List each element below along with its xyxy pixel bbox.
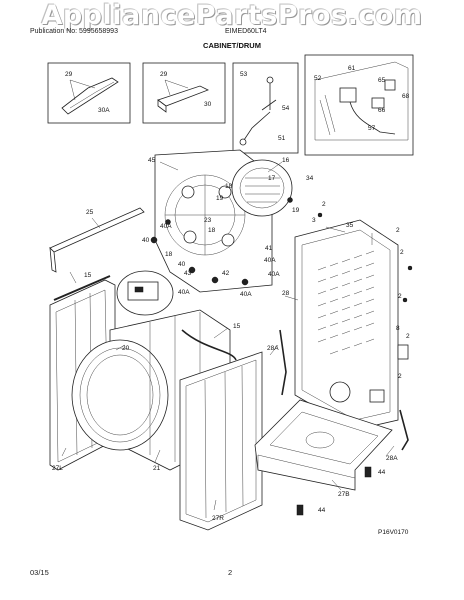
- part-label: 40A: [264, 257, 276, 264]
- part-label: 2: [398, 293, 402, 300]
- bracket-8: [397, 344, 409, 360]
- part-callouts: 29 30A 29 30 53 54 51 52 61 65 68 66 57 …: [52, 65, 410, 522]
- part-label: 29: [160, 71, 168, 78]
- inset-box-3: [232, 62, 299, 154]
- base-27b: [254, 399, 393, 491]
- part-label: 40A: [160, 223, 172, 230]
- part-label: 19: [292, 207, 300, 214]
- rear-panel: [294, 219, 399, 431]
- part-label: 40: [178, 261, 186, 268]
- inset-box-4: [304, 54, 414, 156]
- part-label: 42: [222, 270, 230, 277]
- part-label: 18: [225, 183, 233, 190]
- part-label: 40A: [240, 291, 252, 298]
- part-label: 2: [400, 249, 404, 256]
- publication-number: Publication No: 5995658993: [30, 28, 118, 35]
- part-label: 65: [378, 77, 386, 84]
- footer-date: 03/15: [30, 568, 49, 577]
- bracket-30: [157, 79, 209, 113]
- part-label: 30A: [98, 107, 110, 114]
- part-label: 2: [396, 227, 400, 234]
- part-label: 52: [314, 75, 322, 82]
- leveling-foot-upper: [364, 466, 372, 478]
- part-label: 2: [398, 373, 402, 380]
- control-board-inset: [116, 270, 174, 316]
- part-label: 66: [378, 107, 386, 114]
- tie-bar-30a: [61, 77, 119, 115]
- part-label: 16: [282, 157, 290, 164]
- side-rail-28a-right: [399, 409, 409, 451]
- part-label: 28A: [267, 345, 279, 352]
- figure-code: P16V0170: [378, 529, 409, 536]
- part-label: 61: [348, 65, 356, 72]
- front-panel: [179, 351, 263, 531]
- part-label: 54: [282, 105, 290, 112]
- part-label: 18: [165, 251, 173, 258]
- part-label: 27B: [338, 491, 350, 498]
- part-label: 44: [318, 507, 326, 514]
- part-label: 53: [240, 71, 248, 78]
- part-label: 45: [148, 157, 156, 164]
- inset-box-2: [142, 62, 226, 124]
- rear-wiring: [314, 61, 409, 141]
- part-label: 43: [184, 270, 192, 277]
- heater-duct: [231, 159, 293, 217]
- part-label: 35: [346, 222, 354, 229]
- fasteners: [150, 197, 413, 303]
- watermark: AppliancePartsPros.com: [41, 0, 423, 31]
- part-label: 28A: [386, 455, 398, 462]
- part-label: 27R: [212, 515, 224, 522]
- part-label: 23: [204, 217, 212, 224]
- top-bracket-25: [49, 207, 145, 273]
- part-label: 15: [233, 323, 241, 330]
- part-label: 57: [368, 125, 376, 132]
- part-label: 18: [208, 227, 216, 234]
- part-label: 41: [265, 245, 273, 252]
- inset-box-1: [47, 62, 131, 124]
- part-label: 29: [65, 71, 73, 78]
- part-label: 17: [268, 175, 276, 182]
- section-title: CABINET/DRUM: [203, 41, 261, 50]
- part-label: 51: [278, 135, 286, 142]
- side-rail-28a-left: [279, 329, 287, 396]
- part-label: 40A: [178, 289, 190, 296]
- part-label: 25: [86, 209, 94, 216]
- part-label: 20: [122, 345, 130, 352]
- hose-parts: [239, 76, 277, 146]
- part-label: 2: [406, 333, 410, 340]
- inset-boxes: [47, 54, 414, 156]
- part-label: 3: [312, 217, 316, 224]
- leveling-foot-lower: [296, 504, 304, 516]
- part-label: 15: [84, 272, 92, 279]
- part-label: 21: [153, 465, 161, 472]
- page-number: 2: [228, 568, 233, 577]
- part-label: 2: [322, 201, 326, 208]
- part-label: 40: [142, 237, 150, 244]
- part-label: 30: [204, 101, 212, 108]
- part-label: 40A: [268, 271, 280, 278]
- part-label: 8: [396, 325, 400, 332]
- part-label: 44: [378, 469, 386, 476]
- part-label: 27L: [52, 465, 63, 472]
- model-number: EIMED60LT4: [225, 28, 267, 35]
- part-label: 28: [282, 290, 290, 297]
- part-label: 68: [402, 93, 410, 100]
- part-label: 34: [306, 175, 314, 182]
- part-label: 19: [216, 195, 224, 202]
- leader-lines: [61, 161, 395, 511]
